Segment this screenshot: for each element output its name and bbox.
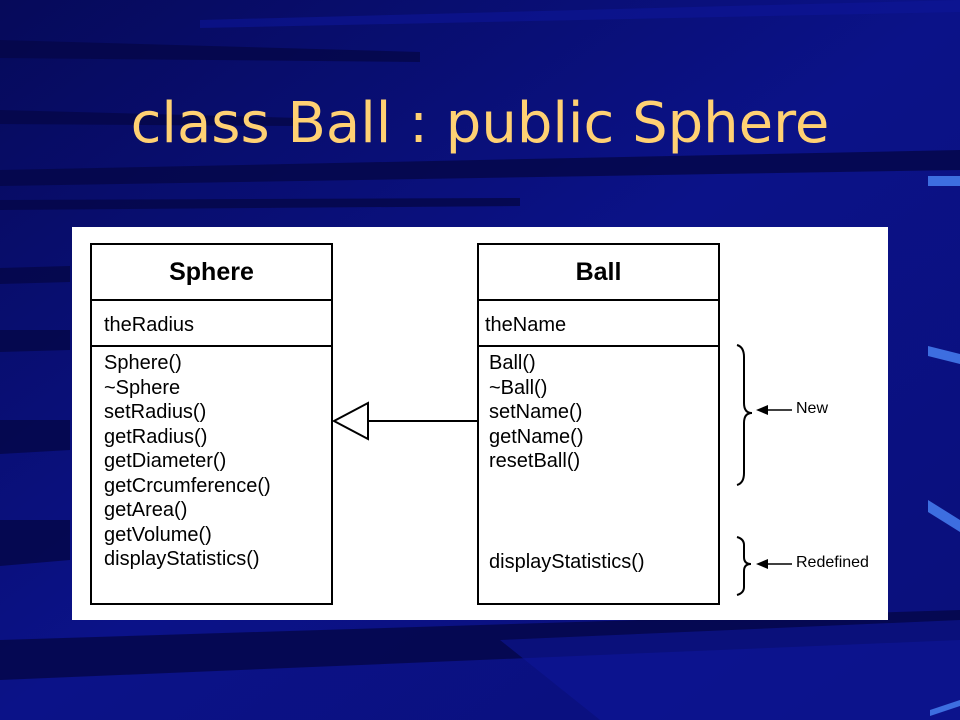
ball-methods: Ball() ~Ball() setName() getName() reset… [479,347,718,574]
ball-method: resetBall() [489,450,581,472]
sphere-class-box: Sphere theRadius Sphere() ~Sphere setRad… [90,243,333,605]
sphere-method: getVolume() [104,523,212,546]
ball-attribute: theName [485,314,567,336]
inheritance-arrowhead [331,401,369,441]
accent-stripes [928,176,960,716]
sphere-class-name: Sphere [92,245,331,301]
ball-class-name: Ball [479,245,718,301]
slide-title: class Ball : public Sphere [130,91,830,156]
sphere-method: getArea() [104,499,188,521]
sphere-attribute: theRadius [104,314,195,336]
sphere-method: Sphere() [104,352,182,374]
sphere-method: ~Sphere [104,376,181,399]
redefined-arrowhead [756,559,768,569]
ball-attributes: theName [479,301,718,347]
ball-class-box: Ball theName Ball() ~Ball() setName() ge… [477,243,720,605]
ball-method: Ball() [489,352,536,374]
ball-method-redefined: displayStatistics() [489,550,645,573]
sphere-method: getRadius() [104,425,208,448]
new-arrowhead [756,405,768,415]
diagram-connectors [331,344,792,596]
ball-method: setName() [489,401,583,423]
ball-method: ~Ball() [489,376,548,399]
ball-method: getName() [489,425,584,448]
sphere-method: setRadius() [104,401,207,423]
new-brace [736,344,753,486]
sphere-method: displayStatistics() [104,548,260,570]
redefined-brace [736,536,752,596]
sphere-methods: Sphere() ~Sphere setRadius() getRadius()… [92,347,331,572]
sphere-method: getCrcumference() [104,474,271,497]
sphere-attributes: theRadius [92,301,331,347]
uml-diagram-panel: Sphere theRadius Sphere() ~Sphere setRad… [72,227,888,620]
new-label: New [796,400,829,417]
redefined-label: Redefined [796,554,869,571]
sphere-method: getDiameter() [104,450,227,472]
